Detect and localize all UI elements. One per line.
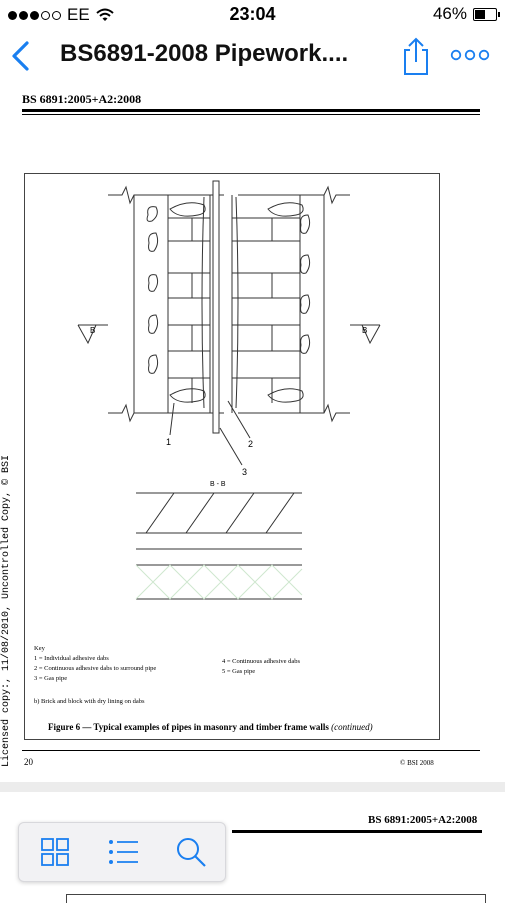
license-watermark: Licensed copy:, 11/08/2010, Uncontrolled…	[1, 454, 12, 768]
callout-1: 1	[166, 437, 171, 447]
grid-view-icon[interactable]	[39, 836, 71, 868]
view-toolbar	[18, 822, 226, 882]
key-item: 4 = Continuous adhesive dabs	[222, 658, 301, 665]
key-item: 1 = Individual adhesive dabs	[34, 655, 109, 662]
status-bar: EE 23:04 46%	[0, 0, 505, 30]
pipe-diagram: B B 1 2 3 B - B 5 4	[77, 180, 381, 600]
signal-strength-icon	[8, 10, 61, 20]
chevron-left-icon[interactable]	[8, 40, 36, 72]
key-item: 5 = Gas pipe	[222, 668, 256, 675]
wifi-icon	[96, 8, 114, 21]
page-copyright: © BSI 2008	[400, 759, 434, 767]
next-page-header: BS 6891:2005+A2:2008	[368, 814, 478, 826]
figure-caption: Figure 6 — Typical examples of pipes in …	[48, 722, 373, 732]
status-right: 46%	[432, 4, 500, 24]
callout-3: 3	[242, 467, 247, 477]
callout-2: 2	[248, 439, 253, 449]
next-page-figure-frame	[66, 894, 486, 903]
figure-key-right: 4 = Continuous adhesive dabs 5 = Gas pip…	[222, 657, 300, 677]
document-page[interactable]: BS 6891:2005+A2:2008 Licensed copy:, 11/…	[0, 82, 505, 782]
section-label-right: B	[362, 326, 367, 335]
more-icon[interactable]	[450, 45, 490, 65]
status-time: 23:04	[229, 4, 276, 24]
key-item: 2 = Continuous adhesive dabs to surround…	[34, 665, 157, 672]
page-header: BS 6891:2005+A2:2008	[22, 92, 142, 106]
key-title: Key	[34, 645, 45, 652]
key-item: 3 = Gas pipe	[34, 675, 68, 682]
footer-rule	[22, 750, 480, 751]
document-title: BS6891-2008 Pipework....	[60, 40, 349, 67]
carrier-name: EE	[67, 5, 90, 24]
share-icon[interactable]	[400, 36, 432, 76]
section-label-left: B	[90, 326, 95, 335]
page-separator	[0, 782, 505, 792]
battery-percentage: 46%	[432, 4, 467, 23]
figure-caption-text: Figure 6 — Typical examples of pipes in …	[48, 722, 329, 732]
section-title: B - B	[210, 481, 226, 488]
figure-subcaption: b) Brick and block with dry lining on da…	[34, 698, 145, 705]
status-left: EE	[8, 5, 114, 25]
header-rule	[22, 109, 480, 112]
figure-caption-suffix: (continued)	[331, 722, 373, 732]
next-page-header-rule	[232, 830, 482, 833]
search-icon[interactable]	[175, 836, 207, 868]
figure-frame	[24, 173, 440, 740]
figure-key: Key 1 = Individual adhesive dabs 2 = Con…	[34, 644, 156, 684]
page-number: 20	[24, 757, 33, 767]
list-view-icon[interactable]	[107, 836, 139, 868]
navigation-bar: BS6891-2008 Pipework....	[0, 30, 505, 82]
battery-icon	[473, 7, 500, 21]
header-rule-thin	[22, 114, 480, 115]
